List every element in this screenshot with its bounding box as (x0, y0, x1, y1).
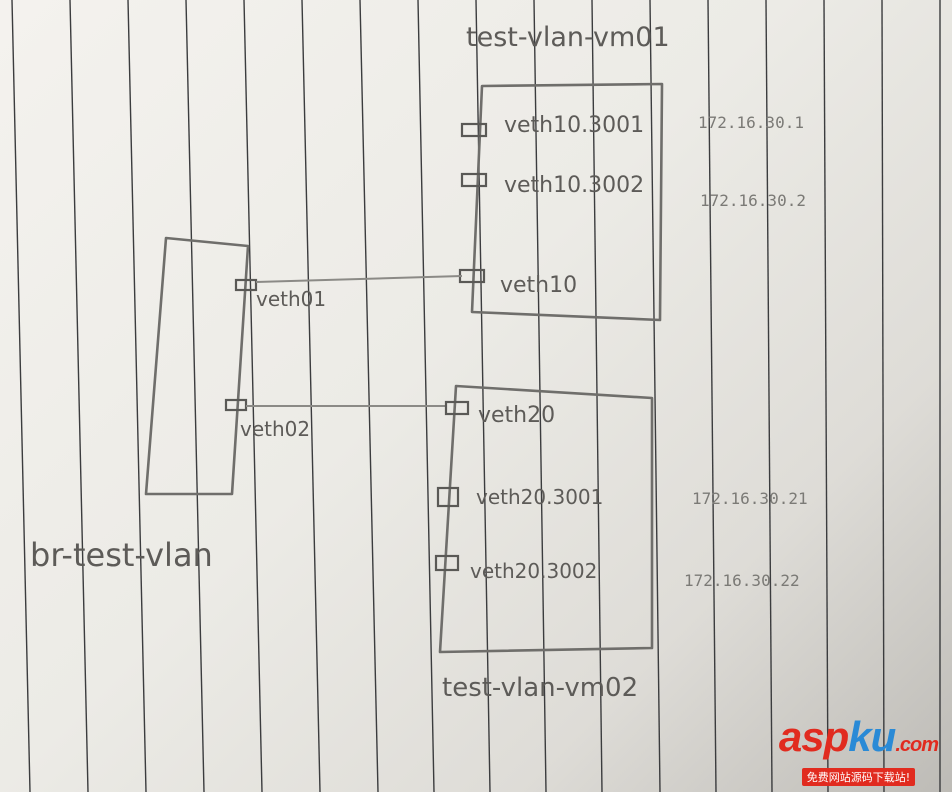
vm02-port-2-label: veth20.3001 (476, 485, 603, 509)
port-veth02-icon (224, 398, 248, 412)
vm01-port-3-label: veth10 (500, 273, 577, 298)
vm02-group: veth20 veth20.3001 172.16.30.21 veth20.3… (434, 384, 808, 703)
port-veth10-3001-icon (460, 122, 488, 138)
link-veth01-veth10 (255, 275, 463, 283)
bridge-port-2-label: veth02 (240, 417, 310, 441)
vm02-port-3-ip: 172.16.30.22 (684, 571, 800, 590)
port-veth01-icon (234, 278, 258, 292)
watermark-logo-ku: ku (848, 713, 896, 760)
port-veth10-3002-icon (460, 172, 488, 188)
site-watermark: aspku.com 免费网站源码下载站! (778, 713, 939, 786)
vm02-title: test-vlan-vm02 (442, 673, 638, 703)
watermark-logo: aspku.com (778, 713, 939, 766)
vm01-port-2-label: veth10.3002 (504, 173, 644, 198)
port-veth20-3002-icon (434, 554, 460, 572)
watermark-logo-com: .com (895, 734, 939, 756)
vm02-port-2-ip: 172.16.30.21 (692, 489, 808, 508)
vm01-port-1-label: veth10.3001 (504, 113, 644, 138)
watermark-tagline: 免费网站源码下载站! (801, 768, 916, 786)
vm01-port-2-ip: 172.16.30.2 (700, 191, 806, 210)
bridge-title: br-test-vlan (30, 536, 213, 574)
watermark-logo-asp: asp (778, 713, 849, 760)
vm01-group: test-vlan-vm01 veth10.3001 172.16.30.1 v… (458, 22, 806, 322)
vm01-box (470, 82, 664, 322)
bridge-box (144, 236, 250, 496)
paper-rulings (11, 0, 941, 792)
port-veth20-3001-icon (436, 486, 460, 508)
vm01-title: test-vlan-vm01 (466, 22, 670, 53)
bridge-group: veth01 veth02 br-test-vlan (30, 236, 326, 574)
port-veth20-icon (444, 400, 470, 416)
vm02-port-1-label: veth20 (478, 403, 555, 428)
vm02-box (438, 384, 654, 654)
vm02-port-3-label: veth20.3002 (470, 559, 597, 583)
bridge-port-1-label: veth01 (256, 287, 326, 311)
vm01-port-1-ip: 172.16.30.1 (698, 113, 804, 132)
